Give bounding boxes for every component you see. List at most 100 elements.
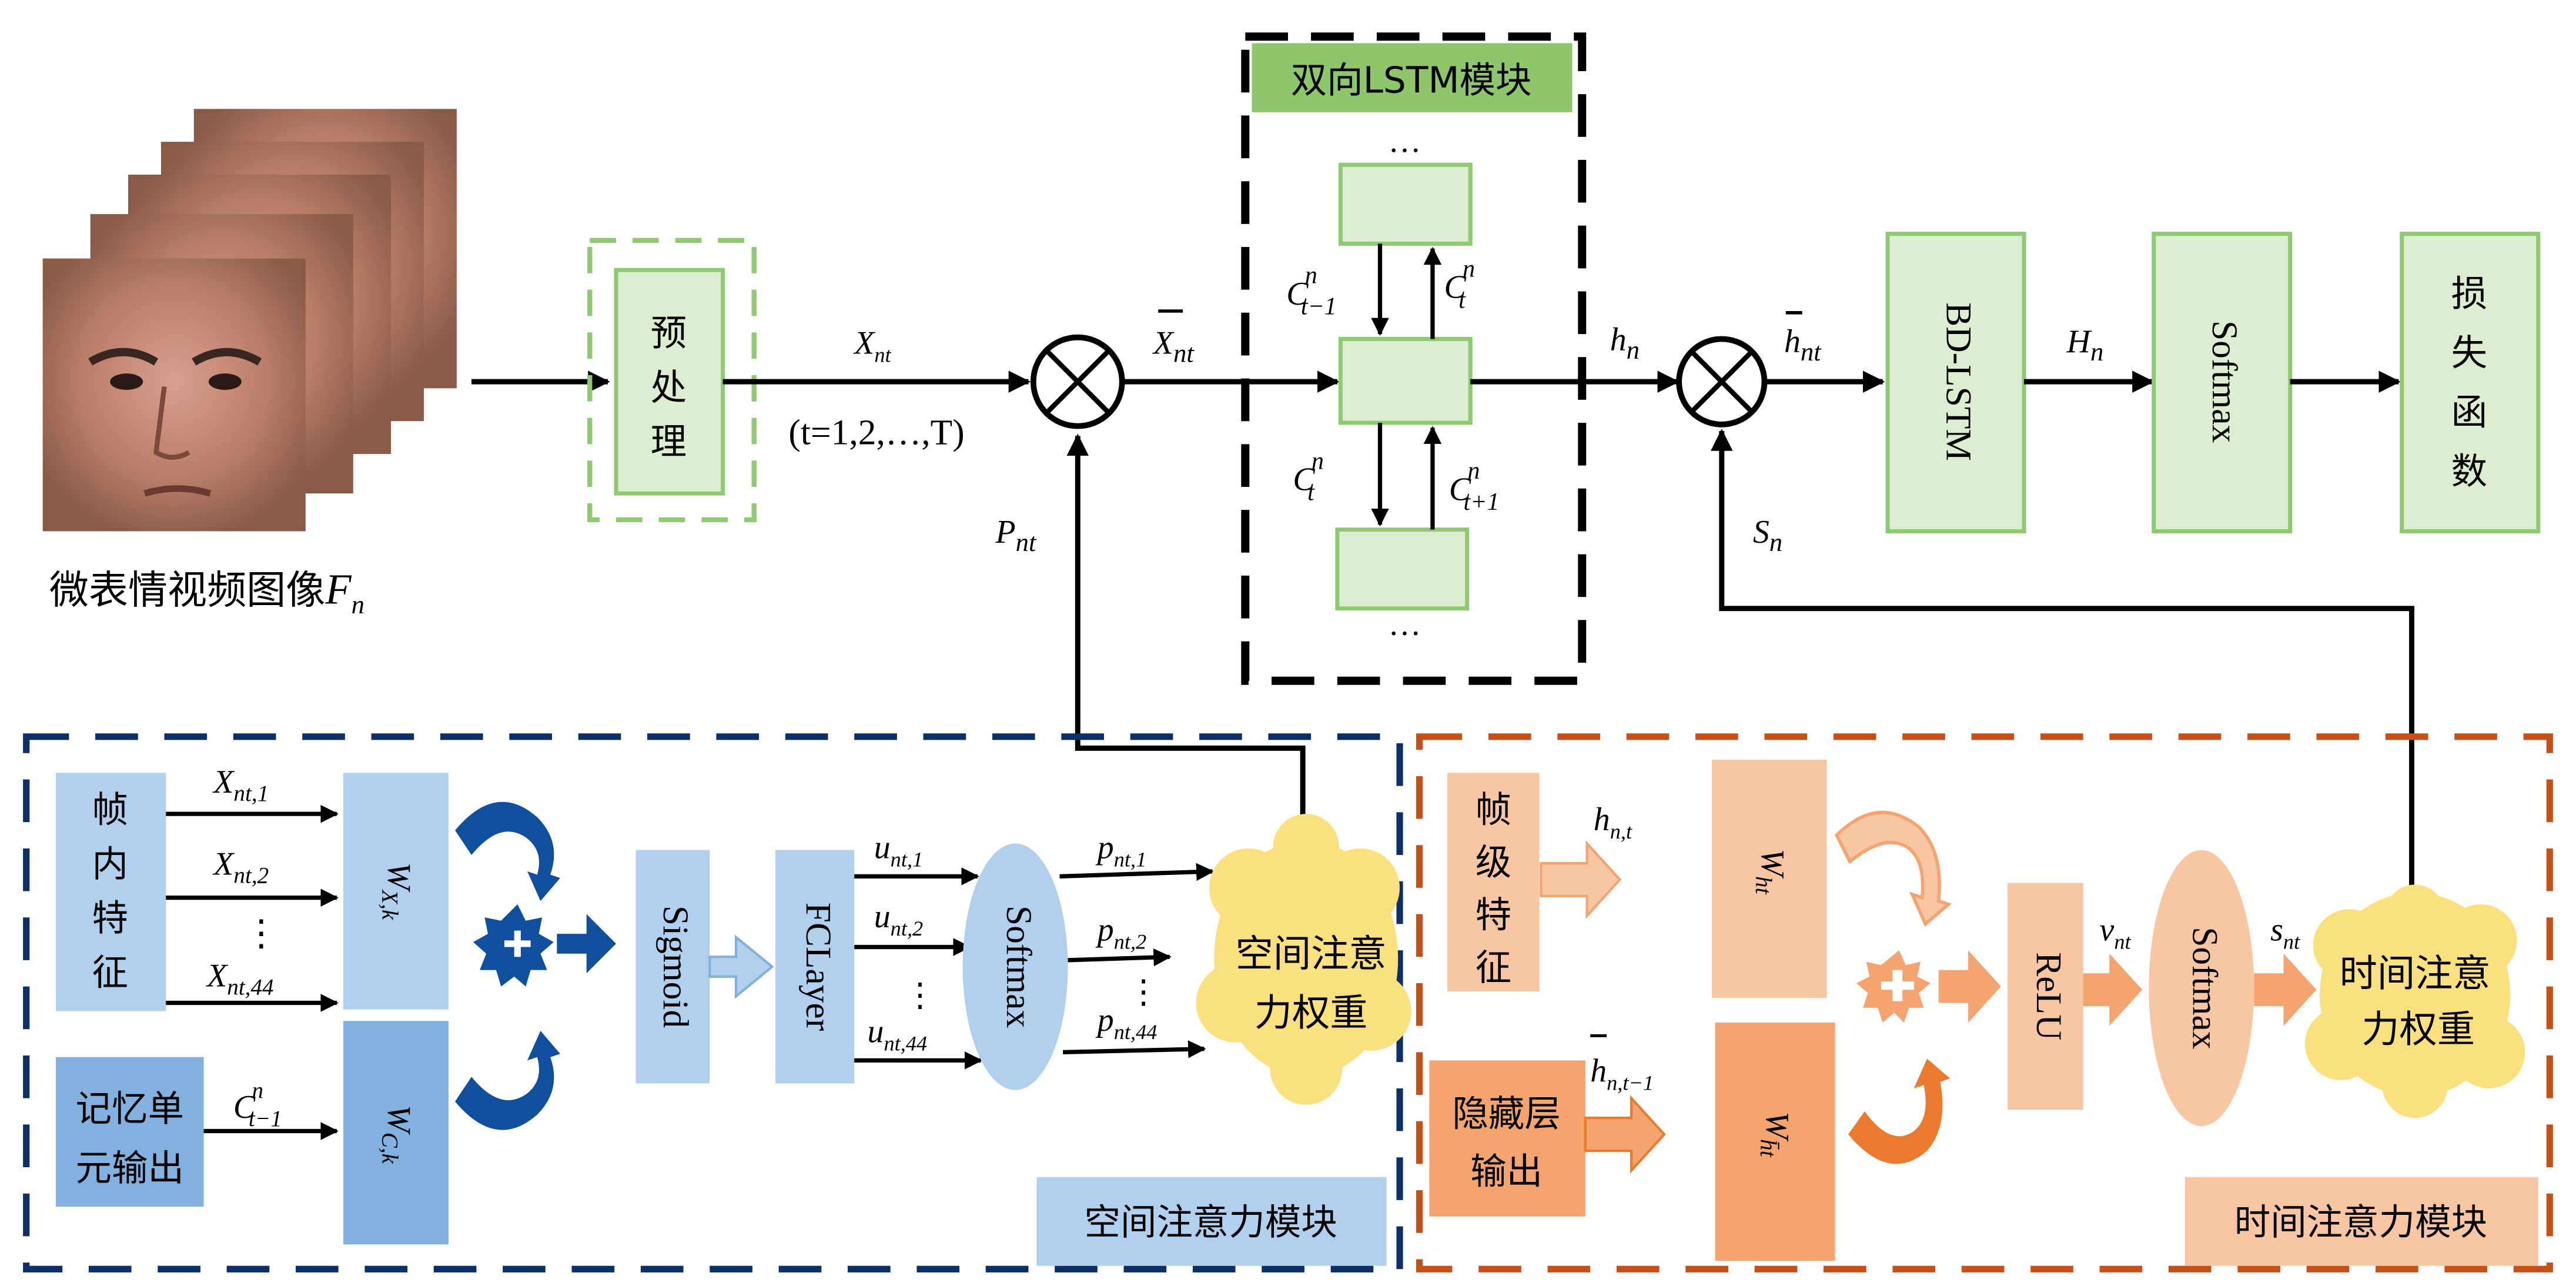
intra-frame-char: 内 — [92, 843, 128, 885]
softmax-box — [2152, 232, 2293, 533]
lstm-module-title: 双向LSTM模块 — [1291, 59, 1532, 101]
memory-output-line: 元输出 — [76, 1147, 184, 1189]
curved-arrow-icon — [1835, 810, 1952, 927]
arrow-v-nt-icon — [2083, 953, 2143, 1026]
preprocess-char: 理 — [651, 421, 687, 463]
w-h-bar-box — [1715, 1023, 1835, 1261]
spatial-module-title-bg — [1036, 1177, 1387, 1266]
label-p-nt-44: pnt,44 — [1095, 1002, 1157, 1044]
curved-arrow-icon — [1848, 1058, 1951, 1164]
vdots: ⋮ — [243, 914, 279, 954]
loss-function-box — [2400, 232, 2541, 533]
preprocess-char: 预 — [651, 313, 687, 355]
arrow-to-fclayer-icon — [708, 934, 774, 999]
lstm-module-frame — [1241, 32, 1587, 685]
label-x-nt: Xnt — [853, 325, 891, 367]
arrow-p-nt-44 — [1063, 1040, 1206, 1058]
label-u-nt-2: unt,2 — [874, 898, 923, 940]
frame-feature-char: 特 — [1476, 894, 1511, 936]
label-H-n: Hn — [2066, 323, 2104, 366]
label-xbar-nt: Xnt — [1152, 325, 1195, 368]
bd-lstm-label: BD-LSTM — [1939, 302, 1979, 461]
preprocess-char: 处 — [651, 367, 687, 409]
loss-char: 数 — [2451, 450, 2487, 492]
multiply-operator-spatial — [1030, 334, 1125, 429]
sigmoid-label: Sigmoid — [655, 906, 695, 1028]
temporal-weight-cloud — [2304, 884, 2525, 1118]
loss-char: 函 — [2451, 392, 2487, 433]
fclayer-label: FCLayer — [798, 903, 838, 1031]
fclayer-box — [775, 850, 855, 1084]
vdots: ⋮ — [904, 977, 936, 1014]
spatial-module-frame — [23, 733, 1403, 1272]
temporal-module-title-bg — [2184, 1177, 2538, 1266]
w-h-box — [1712, 759, 1827, 998]
spatial-weight-line: 力权重 — [1254, 991, 1368, 1036]
label-x-nt-2: Xnt,2 — [212, 846, 269, 888]
arrow-p-nt-1 — [1059, 863, 1215, 881]
label-p-nt: Pnt — [995, 514, 1037, 557]
label-v-nt: vnt — [2100, 911, 2132, 953]
w-x-box — [343, 773, 449, 1010]
temporal-module-frame — [1416, 733, 2553, 1272]
multiply-operator-temporal — [1676, 336, 1768, 427]
arrow-sn-feedback — [1711, 429, 2415, 921]
ellipsis-bottom: … — [1388, 606, 1421, 643]
label-t-range: (t=1,2,…,T) — [788, 412, 964, 452]
memory-output-line: 记忆单 — [76, 1088, 184, 1130]
temporal-weight-line: 时间注意 — [2340, 952, 2491, 996]
lstm-module-title-bg — [1252, 43, 1573, 112]
label-u-nt-1: unt,1 — [874, 830, 923, 871]
spatial-weight-cloud — [1196, 814, 1411, 1105]
curved-arrow-icon — [455, 1031, 560, 1130]
frame-level-feature-box — [1447, 773, 1540, 991]
label-hbar-nt: hnt — [1784, 323, 1822, 366]
lstm-cell-next — [1335, 527, 1470, 611]
label-h-nt: hn,t — [1594, 801, 1632, 843]
arrow-h-nt-icon — [1540, 840, 1622, 919]
label-w-h: Wht — [1751, 849, 1791, 894]
frame-feature-char: 征 — [1476, 947, 1511, 988]
label-w-h-bar: Wh̄t — [1755, 1112, 1795, 1158]
add-operator-icon — [1856, 950, 1931, 1023]
label-u-nt-44: unt,44 — [868, 1014, 928, 1055]
label-s-nt: snt — [2270, 911, 2300, 953]
sigmoid-box — [635, 850, 710, 1084]
intra-frame-feature-box — [56, 773, 166, 1011]
intra-frame-char: 征 — [92, 952, 128, 994]
curved-arrow-icon — [455, 801, 560, 901]
bd-lstm-box — [1885, 232, 2026, 533]
spatial-module-title: 空间注意力模块 — [1085, 1202, 1337, 1244]
loss-char: 失 — [2451, 332, 2487, 374]
intra-frame-char: 特 — [92, 898, 128, 940]
label-x-nt-1: Xnt,1 — [212, 764, 269, 806]
label-s-n: Sn — [1753, 514, 1782, 557]
hidden-layer-output-box — [1429, 1060, 1585, 1217]
arrow-to-sigmoid-icon — [557, 914, 616, 974]
arrow-to-relu-icon — [1938, 950, 2001, 1023]
ellipsis-top: … — [1388, 123, 1421, 159]
label-p-nt-1: pnt,1 — [1095, 830, 1146, 871]
label-h-bar-input: hn,t−1 — [1590, 1053, 1654, 1095]
loss-char: 损 — [2451, 273, 2487, 315]
label-w-x: WX,k — [377, 863, 417, 920]
face-image — [42, 258, 306, 532]
hidden-output-line: 隐藏层 — [1452, 1093, 1560, 1135]
label-w-c: WC,k — [377, 1105, 417, 1164]
temporal-softmax-ellipse — [2149, 850, 2254, 1127]
spatial-softmax-label: Softmax — [999, 906, 1039, 1028]
softmax-label: Softmax — [2204, 320, 2244, 443]
temporal-softmax-label: Softmax — [2185, 927, 2225, 1049]
spatial-softmax-ellipse — [962, 843, 1068, 1090]
vdots: ⋮ — [1127, 974, 1160, 1011]
preprocess-box — [614, 268, 725, 496]
intra-frame-char: 帧 — [92, 789, 128, 831]
temporal-weight-line: 力权重 — [2361, 1008, 2475, 1052]
spatial-weight-line: 空间注意 — [1236, 932, 1387, 976]
arrow-s-nt-icon — [2254, 953, 2317, 1026]
